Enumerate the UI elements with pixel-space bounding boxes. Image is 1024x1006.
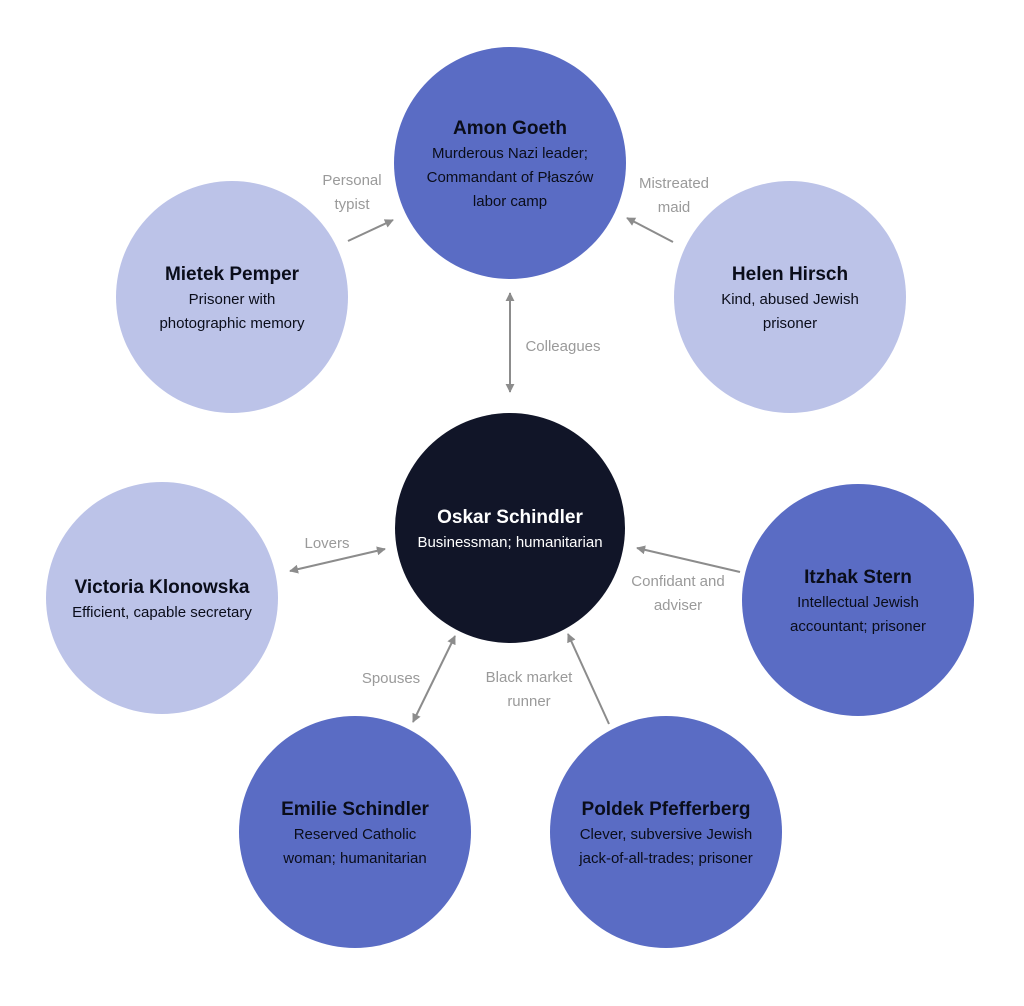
arrow-poldek-oskar — [567, 633, 610, 725]
node-name-poldek: Poldek Pfefferberg — [582, 799, 751, 820]
relation-label-victoria-oskar-1: Lovers — [304, 535, 349, 552]
node-circle-victoria — [46, 482, 278, 714]
arrow-mietek-amon — [347, 219, 394, 242]
arrow-helen-amon — [626, 217, 674, 243]
relation-label-mietek-amon-2: typist — [334, 196, 370, 213]
node-desc-amon-2: Commandant of Płaszów — [427, 169, 594, 186]
node-desc-itzhak-1: Intellectual Jewish — [797, 594, 919, 611]
relation-label-mietek-amon-1: Personal — [322, 172, 381, 189]
node-desc-emilie-1: Reserved Catholic — [294, 826, 417, 843]
relation-label-amon-oskar-1: Colleagues — [525, 338, 600, 355]
node-desc-victoria-1: Efficient, capable secretary — [72, 604, 252, 621]
node-name-mietek: Mietek Pemper — [165, 264, 300, 285]
node-name-itzhak: Itzhak Stern — [804, 567, 912, 588]
relationship-arrows — [289, 217, 741, 725]
relation-label-helen-amon-2: maid — [658, 199, 691, 216]
node-circle-mietek — [116, 181, 348, 413]
node-desc-poldek-1: Clever, subversive Jewish — [580, 826, 753, 843]
relation-label-itzhak-oskar-2: adviser — [654, 597, 702, 614]
relation-label-itzhak-oskar-1: Confidant and — [631, 573, 724, 590]
node-circle-itzhak — [742, 484, 974, 716]
arrow-emilie-oskar — [412, 635, 456, 723]
node-desc-emilie-2: woman; humanitarian — [282, 850, 426, 867]
node-circle-emilie — [239, 716, 471, 948]
node-circle-poldek — [550, 716, 782, 948]
node-desc-oskar-1: Businessman; humanitarian — [417, 534, 602, 551]
node-name-amon: Amon Goeth — [453, 118, 567, 139]
relationship-labels: Personal typist Mistreated maidColleaguesLo… — [304, 172, 724, 710]
node-desc-mietek-2: photographic memory — [159, 315, 305, 332]
node-desc-helen-2: prisoner — [763, 315, 817, 332]
node-name-helen: Helen Hirsch — [732, 264, 848, 285]
node-circle-amon — [394, 47, 626, 279]
relation-label-emilie-oskar-1: Spouses — [362, 670, 420, 687]
relation-label-poldek-oskar-2: runner — [507, 693, 550, 710]
node-name-emilie: Emilie Schindler — [281, 799, 429, 820]
relation-label-poldek-oskar-1: Black market — [486, 669, 574, 686]
node-name-oskar: Oskar Schindler — [437, 507, 583, 528]
node-desc-itzhak-2: accountant; prisoner — [790, 618, 926, 635]
node-name-victoria: Victoria Klonowska — [75, 577, 250, 598]
node-desc-poldek-2: jack-of-all-trades; prisoner — [578, 850, 752, 867]
node-desc-helen-1: Kind, abused Jewish — [721, 291, 859, 308]
arrow-itzhak-oskar — [636, 545, 741, 573]
node-desc-amon-3: labor camp — [473, 193, 547, 210]
arrow-victoria-oskar — [289, 546, 386, 574]
node-desc-mietek-1: Prisoner with — [189, 291, 276, 308]
node-desc-amon-1: Murderous Nazi leader; — [432, 145, 588, 162]
node-circle-oskar — [395, 413, 625, 643]
relation-label-helen-amon-1: Mistreated — [639, 175, 709, 192]
node-circle-helen — [674, 181, 906, 413]
